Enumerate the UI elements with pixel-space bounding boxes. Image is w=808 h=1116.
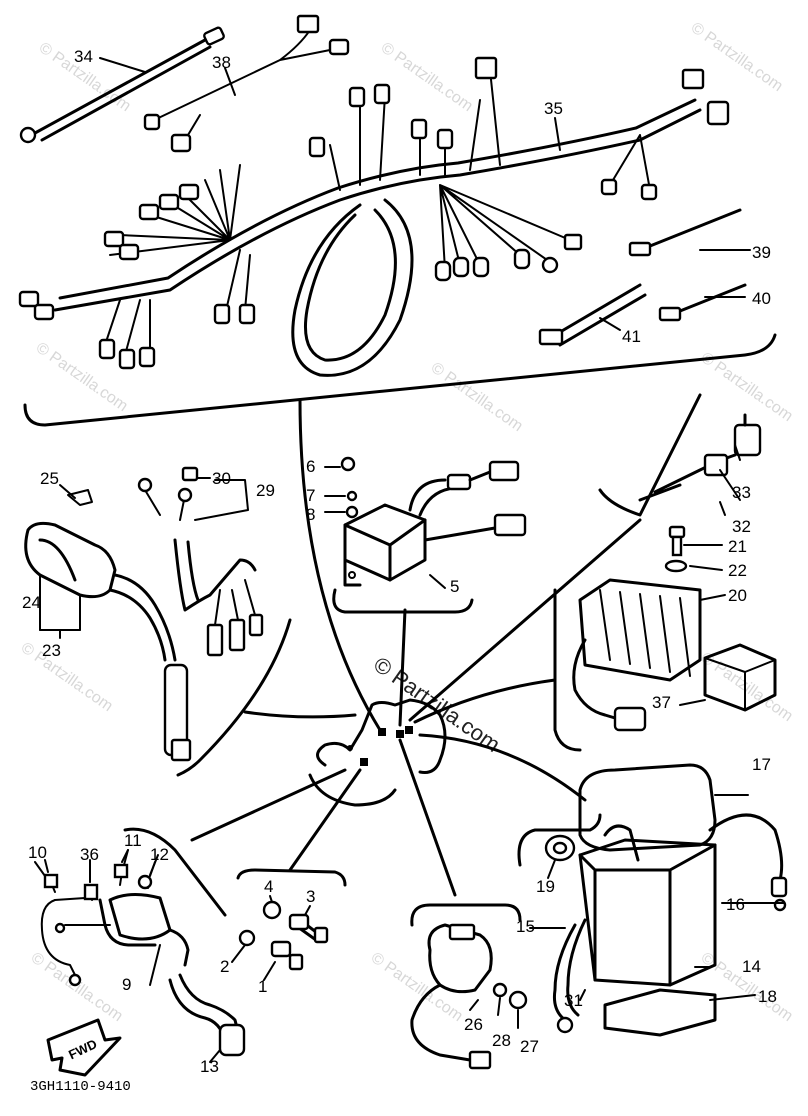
harness-loop-inner <box>304 208 397 362</box>
label-30: 30 <box>212 469 231 488</box>
label-26: 26 <box>464 1015 483 1034</box>
harness-branch <box>439 184 571 271</box>
label-9: 9 <box>122 975 131 994</box>
label-38: 38 <box>212 53 231 72</box>
watermark-text: © Partzilla.com <box>428 359 526 435</box>
part-38-lead <box>149 29 331 141</box>
part-23-cap <box>24 521 117 599</box>
label-1: 1 <box>258 977 267 996</box>
label-15: 15 <box>516 917 535 936</box>
label-27: 27 <box>520 1037 539 1056</box>
wire-harness-group <box>18 14 777 427</box>
watermark-text: © Partzilla.com <box>28 949 126 1025</box>
label-20: 20 <box>728 586 747 605</box>
label-29: 29 <box>256 481 275 500</box>
label-12: 12 <box>150 845 169 864</box>
label-24: 24 <box>22 593 41 612</box>
watermark-text: © Partzilla.com <box>698 349 796 425</box>
label-41: 41 <box>622 327 641 346</box>
label-10: 10 <box>28 843 47 862</box>
group-bracket <box>38 538 292 777</box>
watermark-text: © Partzilla.com <box>368 949 466 1025</box>
label-leaders <box>34 477 785 1063</box>
frame-center <box>308 698 447 807</box>
label-7: 7 <box>306 486 315 505</box>
group-sensors <box>236 868 347 971</box>
label-34: 34 <box>74 47 93 66</box>
part-41-tie <box>553 283 642 337</box>
group-battery <box>517 763 788 1037</box>
harness-branch <box>104 134 651 356</box>
label-2: 2 <box>220 957 229 976</box>
group-rectifier <box>553 393 777 752</box>
label-33: 33 <box>732 483 751 502</box>
watermark-text: © Partzilla.com <box>18 639 116 715</box>
label-36: 36 <box>80 845 99 864</box>
label-5: 5 <box>450 577 459 596</box>
diagram-code: 3GH1110-9410 <box>30 1079 131 1095</box>
fwd-arrow: FWD <box>46 1018 122 1077</box>
label-6: 6 <box>306 457 315 476</box>
part-40-tie <box>668 283 747 317</box>
fwd-label: FWD <box>66 1036 99 1062</box>
harness-branch <box>109 164 241 256</box>
label-25: 25 <box>40 469 59 488</box>
label-40: 40 <box>752 289 771 308</box>
label-28: 28 <box>492 1031 511 1050</box>
harness-trunk-edge <box>58 98 697 300</box>
harness-branch <box>329 69 501 191</box>
label-8: 8 <box>306 505 315 524</box>
group-cdi <box>324 456 527 614</box>
label-22: 22 <box>728 561 747 580</box>
label-14: 14 <box>742 957 761 976</box>
group-coil-left <box>24 466 292 777</box>
label-31: 31 <box>564 991 583 1010</box>
watermark-text: © Partzilla.com <box>33 339 131 415</box>
label-32: 32 <box>732 517 751 536</box>
label-19: 19 <box>536 877 555 896</box>
label-35: 35 <box>544 99 563 118</box>
part-34-lead <box>33 38 207 135</box>
label-3: 3 <box>306 887 315 906</box>
harness-loop <box>291 198 414 377</box>
leader-lines-top <box>99 57 751 331</box>
harness-connectors <box>18 56 730 370</box>
label-16: 16 <box>726 895 745 914</box>
label-4: 4 <box>264 877 273 896</box>
label-11: 11 <box>124 831 142 850</box>
harness-trunk <box>53 108 702 312</box>
label-18: 18 <box>758 987 777 1006</box>
label-13: 13 <box>200 1057 219 1076</box>
part-39-tie <box>638 208 742 252</box>
label-23: 23 <box>42 641 61 660</box>
part-labels: 34 38 35 39 40 41 25 30 29 6 7 8 5 33 32… <box>22 47 777 1076</box>
group-switch <box>410 903 528 1070</box>
frame-leaders <box>190 398 642 897</box>
group-ignition-coil <box>40 827 246 1057</box>
label-37: 37 <box>652 693 671 712</box>
label-17: 17 <box>752 755 771 774</box>
part-34-lead <box>40 45 212 142</box>
label-21: 21 <box>728 537 747 556</box>
watermark-text: © Partzilla.com <box>378 39 476 115</box>
label-39: 39 <box>752 243 771 262</box>
harness-bracket <box>23 333 777 427</box>
